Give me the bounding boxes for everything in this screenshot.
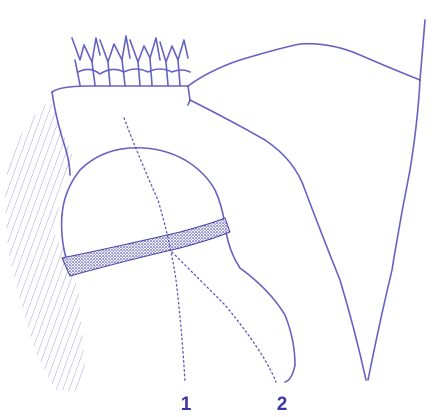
dotted-band (62, 218, 230, 276)
crown-tufts (72, 36, 190, 85)
right-structure-outline (188, 20, 425, 86)
leader-line-2 (172, 252, 276, 382)
left-hatched-region (5, 100, 85, 392)
label-2: 2 (277, 394, 288, 415)
right-structure-edge (368, 80, 420, 380)
right-structure-inner (190, 100, 366, 380)
top-plate (52, 86, 190, 105)
label-1: 1 (181, 394, 192, 415)
